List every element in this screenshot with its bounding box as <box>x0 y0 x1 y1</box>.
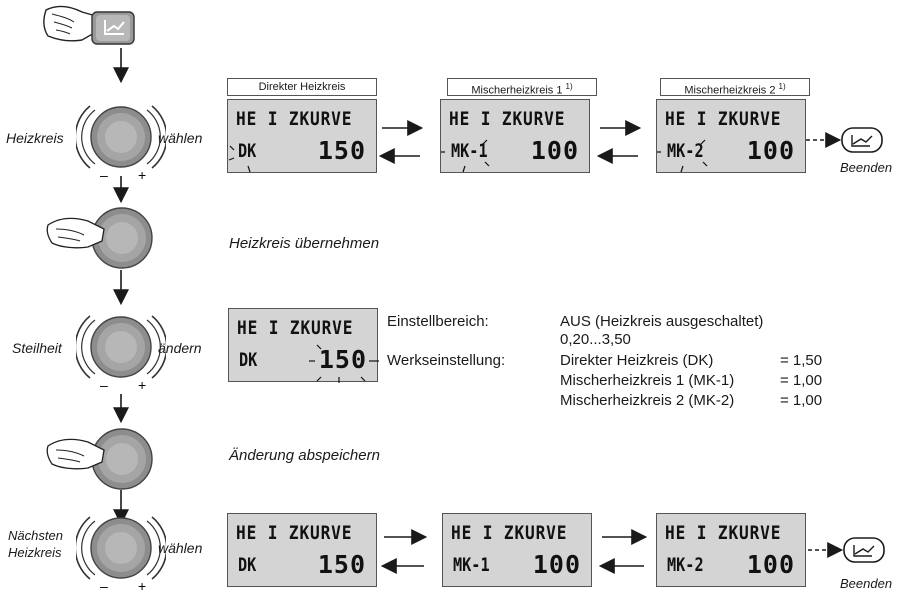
lcd-circuit-label: MK-1 <box>451 140 488 162</box>
rotary-knob-icon[interactable]: – + <box>76 503 166 593</box>
factory-row-name: Mischerheizkreis 1 (MK-1) <box>560 372 735 389</box>
lcd-circuit-label: MK-2 <box>667 554 704 576</box>
range-line-1: AUS (Heizkreis ausgeschaltet) <box>560 313 764 330</box>
step-caption-accept: Heizkreis übernehmen <box>229 235 380 252</box>
knob-press-icon[interactable] <box>44 424 164 494</box>
factory-row-value: = 1,50 <box>780 352 823 369</box>
lcd-display-next-dk: HE I ZKURVE DK 150 <box>227 513 377 587</box>
step-label-next-left-1: Nächsten <box>8 528 63 543</box>
factory-label: Werkseinstellung: <box>387 352 506 369</box>
svg-text:–: – <box>100 377 108 392</box>
lcd-title: HE I ZKURVE <box>237 317 354 339</box>
blink-marks <box>309 344 379 383</box>
lcd-value: 100 <box>532 550 581 579</box>
lcd-display-mk2: HE I ZKURVE MK-2 100 <box>656 99 806 173</box>
range-line-2: 0,20...3,50 <box>560 331 631 348</box>
step-label-next-left-2: Heizkreis <box>8 545 62 560</box>
factory-row-name: Mischerheizkreis 2 (MK-2) <box>560 392 735 409</box>
rotary-knob-icon[interactable]: – + <box>76 302 166 392</box>
lcd-value: 150 <box>318 345 367 374</box>
step-label-select-left: Heizkreis <box>6 130 64 146</box>
svg-text:–: – <box>100 578 108 593</box>
lcd-circuit-label: MK-1 <box>453 554 490 576</box>
svg-text:+: + <box>138 167 146 182</box>
hand-icon <box>43 5 97 42</box>
step-label-change-right: ändern <box>158 340 202 356</box>
step-caption-save: Änderung abspeichern <box>229 447 380 464</box>
blink-marks <box>228 145 251 173</box>
hand-icon <box>46 438 105 470</box>
lcd-title: HE I ZKURVE <box>665 108 782 130</box>
svg-text:+: + <box>138 377 146 392</box>
lcd-title: HE I ZKURVE <box>236 522 353 544</box>
lcd-display-mk1: HE I ZKURVE MK-1 100 <box>440 99 590 173</box>
lcd-display-slope: HE I ZKURVE DK 150 <box>228 308 379 383</box>
end-label: Beenden <box>840 160 893 175</box>
lcd-display-dk: HE I ZKURVE DK 150 <box>227 99 377 173</box>
blink-marks <box>657 139 708 173</box>
lcd-circuit-label: MK-2 <box>667 140 704 162</box>
lcd-value: 150 <box>317 550 366 579</box>
svg-text:+: + <box>138 578 146 593</box>
lcd-display-next-mk2: HE I ZKURVE MK-2 100 <box>656 513 806 587</box>
lcd-value: 100 <box>746 136 795 165</box>
blink-marks <box>441 139 490 173</box>
lcd-title: HE I ZKURVE <box>665 522 782 544</box>
hand-icon <box>46 217 105 249</box>
lcd-circuit-label: DK <box>238 554 257 576</box>
header-direct-circuit: Direkter Heizkreis <box>227 78 377 96</box>
lcd-title: HE I ZKURVE <box>451 522 568 544</box>
curve-button-icon <box>91 11 135 45</box>
lcd-value: 100 <box>746 550 795 579</box>
lcd-value: 100 <box>530 136 579 165</box>
factory-row-name: Direkter Heizkreis (DK) <box>560 352 714 369</box>
factory-row-value: = 1,00 <box>780 372 823 389</box>
curve-button-icon <box>841 127 883 153</box>
lcd-value: 150 <box>317 136 366 165</box>
range-label: Einstellbereich: <box>387 313 489 330</box>
lcd-title: HE I ZKURVE <box>449 108 566 130</box>
svg-text:–: – <box>100 167 108 182</box>
step-label-change-left: Steilheit <box>12 340 62 356</box>
lcd-circuit-label: DK <box>238 140 257 162</box>
header-mixer-circuit-1: Mischerheizkreis 1 1) <box>447 78 597 97</box>
factory-row-value: = 1,00 <box>780 392 823 409</box>
end-label: Beenden <box>840 576 893 591</box>
lcd-circuit-label: DK <box>239 349 258 371</box>
step-label-next-right: wählen <box>158 540 203 556</box>
lcd-display-next-mk1: HE I ZKURVE MK-1 100 <box>442 513 592 587</box>
lcd-title: HE I ZKURVE <box>236 108 353 130</box>
knob-press-icon[interactable] <box>44 203 164 273</box>
rotary-knob-icon[interactable]: – + <box>76 92 166 182</box>
header-mixer-circuit-2: Mischerheizkreis 2 1) <box>660 78 810 97</box>
curve-button-icon <box>843 537 885 563</box>
step-label-select-right: wählen <box>158 130 203 146</box>
